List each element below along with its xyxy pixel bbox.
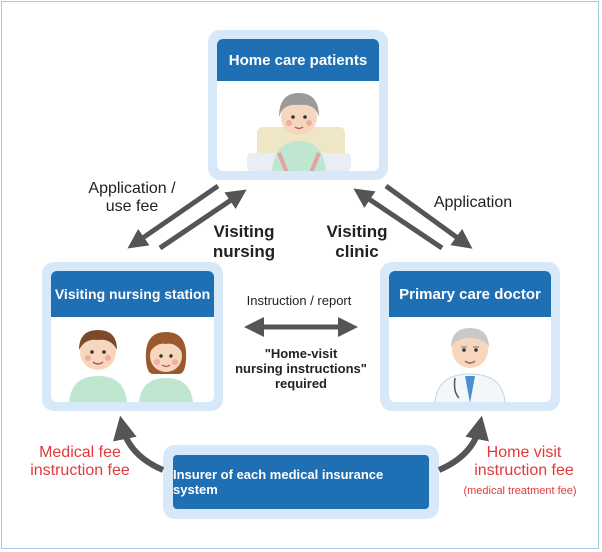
arrow-station-to-patients bbox=[158, 189, 247, 251]
station-title: Visiting nursing station bbox=[51, 271, 214, 317]
elderly-patient-icon bbox=[247, 93, 351, 171]
arrow-insurer-to-station bbox=[113, 415, 165, 473]
arrow-doctor-to-patients bbox=[353, 188, 444, 251]
patients-title: Home care patients bbox=[217, 39, 379, 81]
label-home-visit-fee-note: (medical treatment fee) bbox=[463, 485, 577, 497]
doctor-card: Primary care doctor bbox=[380, 262, 560, 411]
label-medical-fee: Medical fee instruction fee bbox=[30, 444, 130, 480]
insurer-card: Insurer of each medical insurance system bbox=[163, 445, 439, 519]
arrow-patients-to-doctor bbox=[384, 183, 473, 249]
arrow-patients-to-station bbox=[127, 183, 220, 249]
label-instruction-report: Instruction / report bbox=[246, 293, 352, 308]
doctor-icon bbox=[434, 328, 506, 402]
label-application: Application bbox=[433, 194, 513, 211]
nurses-icon bbox=[69, 330, 193, 402]
label-home-visit-fee: Home visit instruction fee bbox=[474, 444, 574, 480]
patients-card: Home care patients bbox=[208, 30, 388, 180]
doctor-card-body: Primary care doctor bbox=[389, 271, 551, 402]
label-requirement: "Home-visit nursing instructions" requir… bbox=[235, 346, 367, 391]
doctor-title: Primary care doctor bbox=[389, 271, 551, 317]
label-visiting-clinic: Visiting clinic bbox=[326, 222, 388, 261]
patients-card-body: Home care patients bbox=[217, 39, 379, 171]
label-visiting-nursing: Visiting nursing bbox=[212, 222, 276, 261]
label-application-use-fee: Application / use fee bbox=[88, 180, 176, 216]
station-card: Visiting nursing station bbox=[42, 262, 223, 411]
arrow-insurer-to-doctor bbox=[437, 415, 489, 473]
station-card-body: Visiting nursing station bbox=[51, 271, 214, 402]
insurer-title: Insurer of each medical insurance system bbox=[173, 455, 429, 509]
